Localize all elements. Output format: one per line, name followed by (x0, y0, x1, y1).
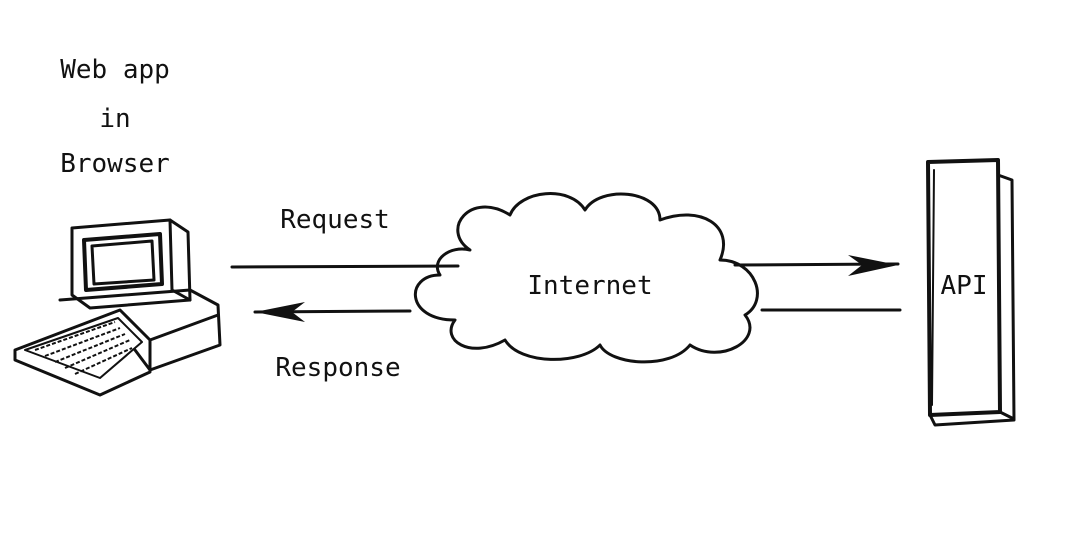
internet-cloud-icon (414, 192, 759, 364)
computer-icon (13, 218, 222, 397)
response-label: Response (275, 353, 400, 383)
request-arrowhead-icon (848, 255, 898, 276)
api-server-icon (926, 158, 1016, 427)
internet-label: Internet (527, 271, 652, 301)
api-label: API (941, 271, 988, 301)
response-arrowhead-icon (255, 302, 305, 322)
request-label: Request (280, 205, 390, 235)
client-label-line2: in (99, 104, 130, 134)
client-label-line1: Web app (60, 55, 170, 85)
request-line (230, 264, 460, 269)
client-label-line3: Browser (60, 149, 170, 179)
